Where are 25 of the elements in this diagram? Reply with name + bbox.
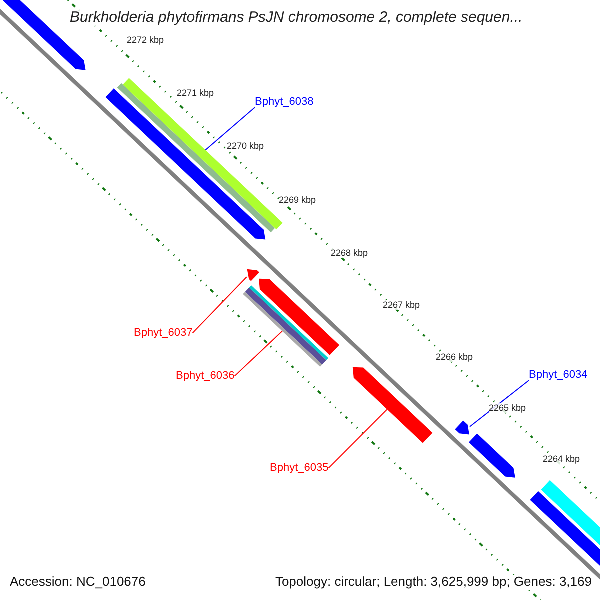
gene-label: Bphyt_6036 <box>176 370 235 383</box>
gene-label: Bphyt_6034 <box>529 369 588 382</box>
scale-label: 2269 kbp <box>279 195 316 206</box>
scale-label: 2272 kbp <box>127 35 164 46</box>
scale-label: 2264 kbp <box>543 454 580 464</box>
title: Burkholderia phytofirmans PsJN chromosome 2, complete sequen... <box>70 9 523 26</box>
gene-feature <box>243 278 340 367</box>
footer-text: Accession: NC_010676 <box>10 575 146 590</box>
leader-line <box>205 107 256 151</box>
scale-label: 2270 kbp <box>227 141 264 152</box>
scale-label: 2265 kbp <box>489 403 526 414</box>
gene-feature <box>455 420 470 435</box>
scale-label: 2271 kbp <box>177 88 214 98</box>
footer-text: Topology: circular; Length: 3,625,999 bp; Genes: 3,169 <box>275 575 592 590</box>
leader-line <box>328 409 388 469</box>
scale-label: 2266 kbp <box>436 352 474 362</box>
gene-feature <box>352 367 433 444</box>
gene-label: Bphyt_6037 <box>134 327 193 340</box>
gene-label: Bphyt_6035 <box>270 462 329 475</box>
gene-label: Bphyt_6038 <box>255 96 314 109</box>
scale-label: 2267 kbp <box>383 300 420 310</box>
scale-label: 2268 kbp <box>331 248 368 258</box>
gene-feature <box>247 269 260 282</box>
leader-line <box>234 330 283 377</box>
leader-line <box>192 276 248 334</box>
